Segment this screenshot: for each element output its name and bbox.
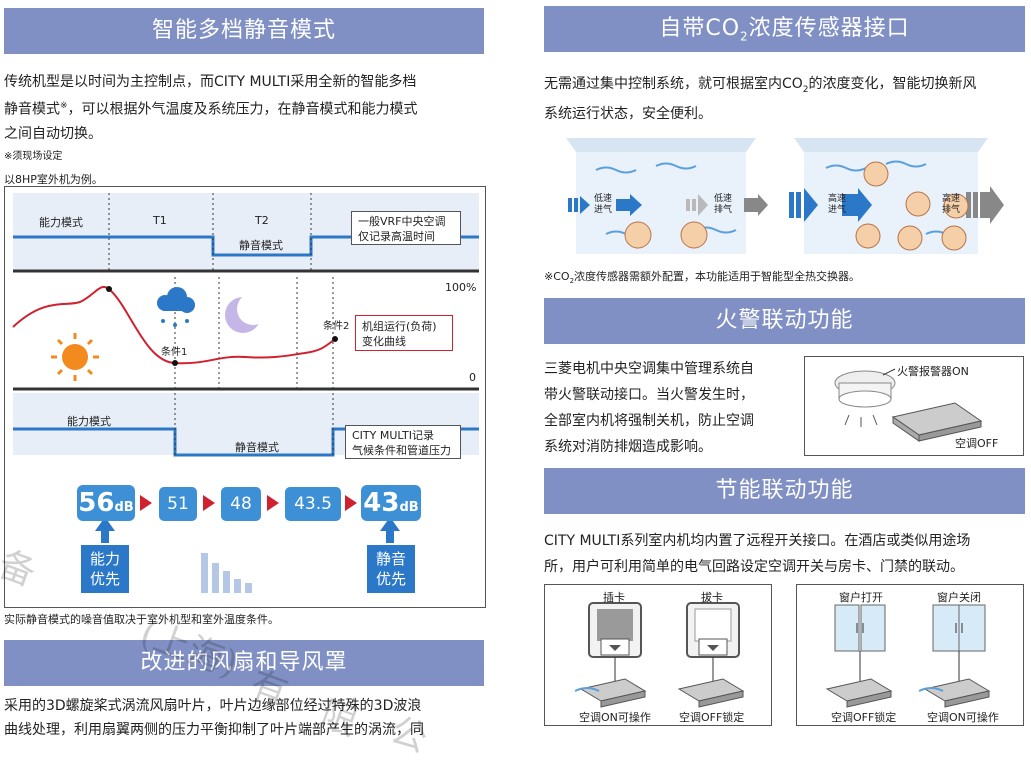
- t2-label: T2: [255, 214, 269, 227]
- ac-on-operable-label-2: 空调ON可操作: [927, 711, 999, 724]
- quiet-mode-paragraph: 传统机型是以时间为主控制点，而CITY MULTI采用全新的智能多档 静音模式※…: [4, 74, 418, 142]
- ceiling-ac-icon: [574, 678, 745, 708]
- percent-100-label: 100%: [445, 281, 477, 294]
- fire-header: 火警联动功能: [544, 298, 1025, 344]
- sun-icon: [51, 333, 99, 381]
- ac-off-label: 空调OFF: [955, 437, 999, 450]
- site-setting-note: ※须现场设定: [4, 151, 63, 162]
- card-insert-label: 插卡: [603, 591, 625, 604]
- face-icon: [624, 161, 969, 251]
- card-remove-label: 拔卡: [701, 591, 723, 604]
- arrow-right-icon: [267, 495, 279, 511]
- diagram-lines: [12, 193, 479, 593]
- co2-note: ※CO2浓度传感器需额外配置，本功能适用于智能型全热交换器。: [544, 270, 861, 286]
- example-note: 以8HP室外机为例。: [4, 173, 103, 186]
- ceiling-ac-icon: [891, 402, 983, 442]
- vrf-note-box: 一般VRF中央空调 仅记录高温时间: [351, 211, 461, 245]
- db-step-3: 43.5: [285, 487, 341, 521]
- ac-off-locked-label: 空调OFF锁定: [679, 711, 745, 724]
- arrow-right-icon: [140, 495, 152, 511]
- fire-alarm-on-label: 火警报警器ON: [897, 365, 969, 378]
- window-closed-label: 窗户关闭: [937, 591, 981, 604]
- window-open-icon: [834, 604, 886, 652]
- fan-paragraph: 采用的3D螺旋桨式涡流风扇叶片，叶片边缘部位经过特殊的3D波浪 曲线处理，利用扇…: [4, 698, 424, 738]
- arrow-right-icon: [203, 495, 215, 511]
- window-illustration-box: 窗户打开 窗户关闭 空调OFF锁定 空调ON可操作: [796, 584, 1024, 726]
- top-capacity-label: 能力模式: [39, 216, 83, 229]
- fire-illustration-box: 火警报警器ON 空调OFF: [804, 356, 1024, 456]
- quiet-mode-header: 智能多档静音模式: [4, 8, 484, 54]
- co2-header: 自带CO2浓度传感器接口: [544, 6, 1025, 52]
- co2-room-illustration: [566, 138, 1004, 254]
- arrow-mid-big-icon: [842, 188, 872, 222]
- card-illustration-box: 插卡 拔卡 空调ON可操作 空调OFF锁定: [544, 584, 772, 726]
- right-in-label: 高速进气: [828, 194, 847, 215]
- load-curve-note-box: 机组运行(负荷) 变化曲线: [355, 315, 453, 351]
- right-out-label: 高速排气: [942, 194, 961, 215]
- window-open-label: 窗户打开: [839, 591, 883, 604]
- energy-header: 节能联动功能: [544, 468, 1025, 514]
- quiet-mode-footnote: 实际静音模式的噪音值取决于室外机型和室外温度条件。: [4, 613, 279, 626]
- left-out-label: 低速排气: [714, 194, 733, 215]
- arrow-right-icon: [345, 495, 357, 511]
- ac-on-operable-label: 空调ON可操作: [579, 711, 651, 724]
- percent-0-label: 0: [469, 371, 476, 384]
- energy-paragraph: CITY MULTI系列室内机均内置了远程开关接口。在酒店或类似用途场 所，用户…: [544, 533, 971, 575]
- city-multi-note-box: CITY MULTI记录 气候条件和管道压力: [345, 425, 461, 459]
- condition2-label: 条件2: [323, 321, 350, 332]
- rain-cloud-icon: [157, 287, 195, 327]
- arrow-out-big-icon: [966, 186, 1004, 224]
- fire-paragraph: 三菱电机中央空调集中管理系统自 带火警联动接口。当火警发生时， 全部室内机将强制…: [544, 361, 754, 455]
- bottom-quiet-label: 静音模式: [235, 441, 279, 454]
- arrow-out-light-icon: [686, 194, 708, 216]
- quiet-mode-diagram: 能力模式 T1 T2 静音模式 一般VRF中央空调 仅记录高温时间 100% 0…: [4, 186, 486, 608]
- moon-icon: [225, 293, 269, 333]
- t1-label: T1: [153, 214, 167, 227]
- ac-off-locked-label-2: 空调OFF锁定: [831, 711, 897, 724]
- db-end-badge: 43dB: [361, 485, 421, 521]
- condition1-label: 条件1: [161, 347, 188, 358]
- ceiling-ac-icon: [825, 678, 991, 708]
- bottom-capacity-label: 能力模式: [67, 415, 111, 428]
- arrow-out-icon: [744, 194, 768, 216]
- quiet-priority-badge: 静音 优先: [367, 545, 415, 593]
- sound-bars-icon: [201, 553, 252, 593]
- fan-header: 改进的风扇和导风罩: [4, 640, 484, 686]
- arrow-mid-icon: [616, 194, 642, 216]
- window-closed-icon: [932, 604, 986, 652]
- t2-quiet-label: 静音模式: [239, 239, 283, 252]
- arrow-in-icon: [568, 196, 590, 214]
- db-start-badge: 56dB: [77, 485, 135, 521]
- fire-alarm-icon: [834, 370, 896, 427]
- capacity-priority-badge: 能力 优先: [81, 545, 129, 593]
- db-step-2: 48: [221, 487, 261, 521]
- card-slot-remove-icon: [686, 602, 740, 658]
- co2-paragraph: 无需通过集中控制系统，就可根据室内CO2的浓度变化，智能切换新风 系统运行状态，…: [544, 76, 977, 122]
- left-in-label: 低速进气: [594, 194, 613, 215]
- db-step-1: 51: [159, 487, 197, 521]
- arrow-in-big-icon: [789, 188, 818, 222]
- card-slot-insert-icon: [588, 602, 642, 658]
